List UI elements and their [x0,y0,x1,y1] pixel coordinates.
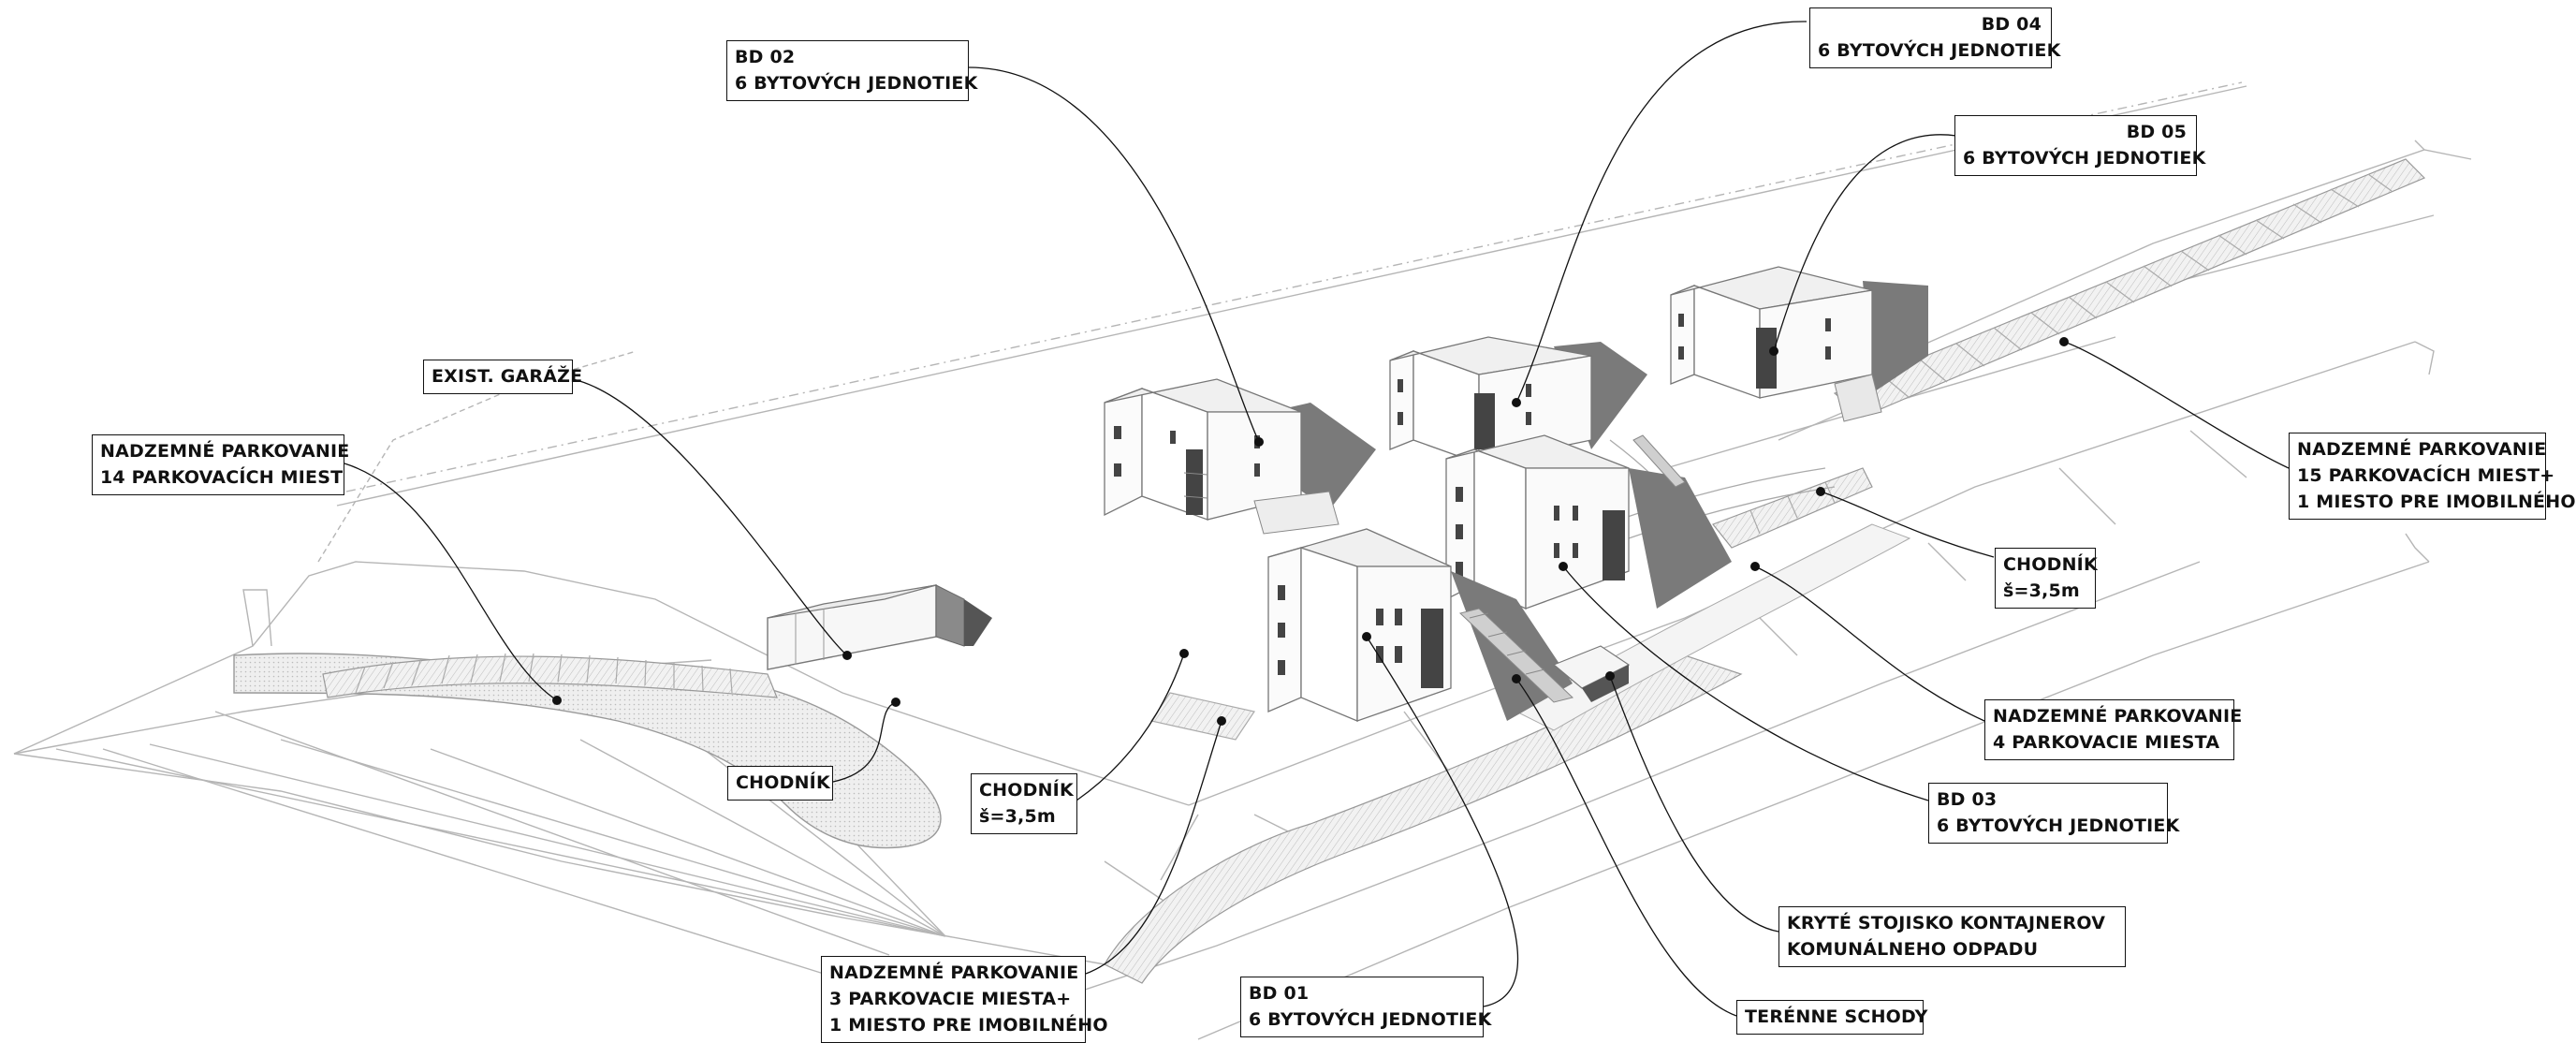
leader-park4 [1754,566,1985,722]
label-bd01: BD 01 6 BYTOVÝCH JEDNOTIEK [1240,977,1492,1037]
label-park4-line2: 4 PARKOVACIE MIESTA [1993,732,2220,753]
label-park14-line1: NADZEMNÉ PARKOVANIE [100,441,350,462]
leader-chodnik-mid [1076,653,1185,801]
leader-bd03 [1562,566,1929,801]
label-garaze-line1: EXIST. GARÁŽE [432,366,583,387]
leader-dots [552,337,2069,726]
leader-park3 [1085,720,1222,975]
label-park3-line3: 1 MIESTO PRE IMOBILNÉHO [829,1015,1108,1036]
leader-chodnik-right [1820,491,1995,558]
leader-lines [344,21,2290,1017]
label-chodnik-right-line1: CHODNÍK [2003,554,2098,575]
leader-schody [1515,678,1737,1017]
label-chodnik-left: CHODNÍK [727,766,833,801]
label-chodnik-right: CHODNÍK š=3,5m [1995,548,2098,609]
label-bd03: BD 03 6 BYTOVÝCH JEDNOTIEK [1928,783,2180,844]
label-kontajnery-line1: KRYTÉ STOJISKO KONTAJNEROV [1787,913,2106,933]
parking-strip-middle [1150,692,1255,741]
leader-bd01 [1366,636,1519,1007]
label-kontajnery: KRYTÉ STOJISKO KONTAJNEROV KOMUNÁLNEHO O… [1778,906,2126,967]
label-kontajnery-line2: KOMUNÁLNEHO ODPADU [1787,939,2039,960]
label-bd04-line1: BD 04 [1981,14,2042,35]
label-park3-line2: 3 PARKOVACIE MIESTA+ [829,989,1072,1009]
label-schody-line1: TERÉNNE SCHODY [1745,1006,1928,1027]
leader-bd05 [1773,134,1957,352]
label-chodnik-mid-line2: š=3,5m [979,806,1056,827]
label-bd02-line2: 6 BYTOVÝCH JEDNOTIEK [735,73,978,94]
building-bd04 [1389,336,1647,464]
label-parking-14: NADZEMNÉ PARKOVANIE 14 PARKOVACÍCH MIEST [92,434,350,495]
leader-bd04 [1515,21,1808,404]
label-exist-garaze: EXIST. GARÁŽE [423,360,583,394]
building-bd05 [1670,266,1928,422]
label-bd02: BD 02 6 BYTOVÝCH JEDNOTIEK [726,40,978,101]
label-bd02-line1: BD 02 [735,47,796,67]
label-chodnik-mid-line1: CHODNÍK [979,780,1074,801]
leader-park15 [2063,341,2290,469]
label-chodnik-left-line1: CHODNÍK [736,772,830,793]
building-bd02 [1104,378,1376,535]
label-park14-line2: 14 PARKOVACÍCH MIEST [100,467,344,488]
label-bd01-line1: BD 01 [1249,983,1310,1004]
label-park4-line1: NADZEMNÉ PARKOVANIE [1993,706,2243,727]
label-parking-15: NADZEMNÉ PARKOVANIE 15 PARKOVACÍCH MIEST… [2289,433,2576,520]
label-bd04: BD 04 6 BYTOVÝCH JEDNOTIEK [1809,7,2061,68]
label-park15-line3: 1 MIESTO PRE IMOBILNÉHO [2297,492,2576,512]
leader-kontajnery [1609,675,1779,933]
label-parking-3: NADZEMNÉ PARKOVANIE 3 PARKOVACIE MIESTA+… [821,956,1108,1043]
label-parking-4: NADZEMNÉ PARKOVANIE 4 PARKOVACIE MIESTA [1984,699,2243,760]
label-chodnik-mid: CHODNÍK š=3,5m [971,773,1077,834]
label-chodnik-right-line2: š=3,5m [2003,580,2080,601]
terrain-stairs [1458,434,1686,703]
label-bd05-line2: 6 BYTOVÝCH JEDNOTIEK [1963,148,2206,169]
label-bd03-line2: 6 BYTOVÝCH JEDNOTIEK [1937,815,2180,836]
label-park3-line1: NADZEMNÉ PARKOVANIE [829,962,1079,983]
label-bd03-line1: BD 03 [1937,789,1998,810]
label-park15-line2: 15 PARKOVACÍCH MIEST+ [2297,465,2555,486]
leader-bd02 [968,66,1260,443]
parking-strip-right [1712,158,2426,549]
waste-container-shelter [1552,645,1631,702]
leader-park14 [344,463,558,701]
label-bd01-line2: 6 BYTOVÝCH JEDNOTIEK [1249,1009,1492,1030]
label-bd05-line1: BD 05 [2126,122,2187,142]
label-bd04-line2: 6 BYTOVÝCH JEDNOTIEK [1818,40,2061,61]
building-bd03 [1445,434,1732,610]
label-bd05: BD 05 6 BYTOVÝCH JEDNOTIEK [1954,115,2206,176]
leader-chodnik-left [832,701,897,783]
parking-strip-left [322,653,778,698]
leader-garaze [572,378,848,656]
existing-garages [767,584,992,670]
label-terenne-schody: TERÉNNE SCHODY [1736,1000,1928,1035]
label-park15-line1: NADZEMNÉ PARKOVANIE [2297,439,2547,460]
